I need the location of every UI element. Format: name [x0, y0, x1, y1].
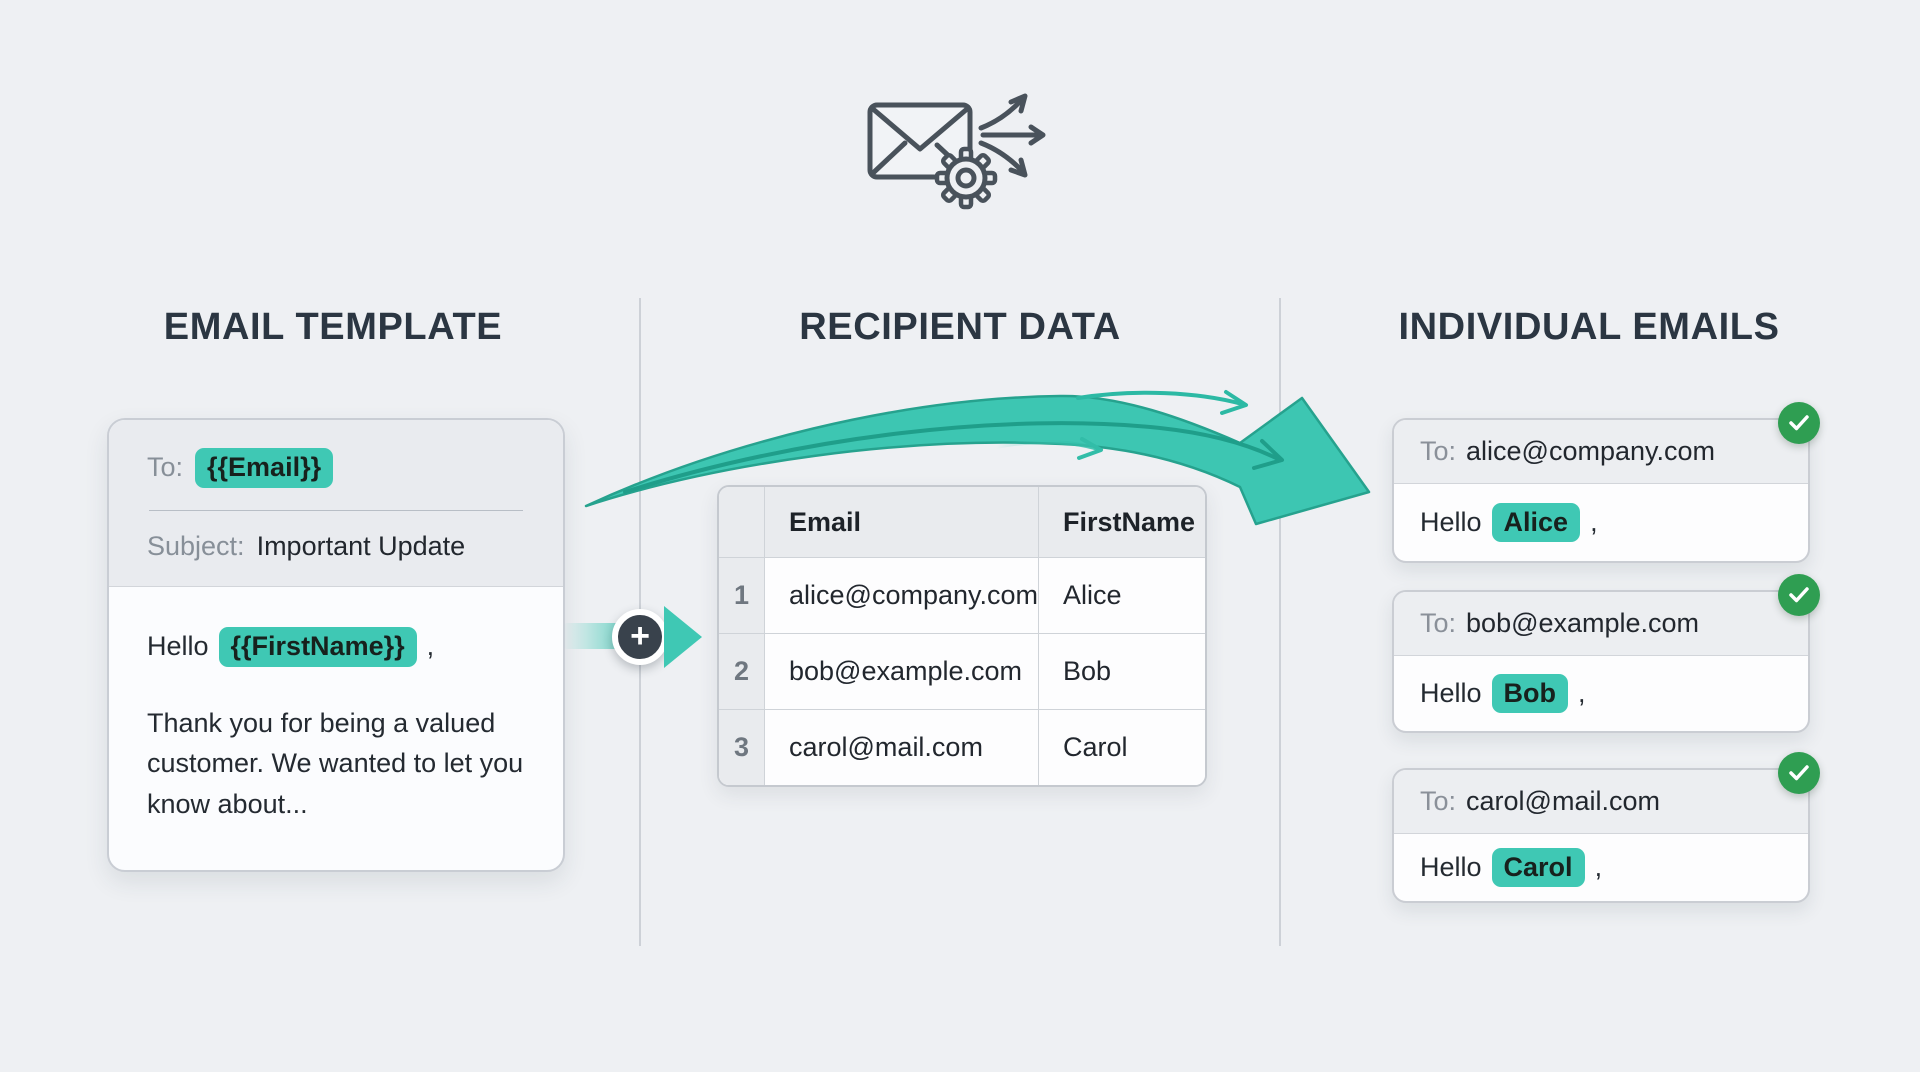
individual-email-card: To: alice@company.com Hello Alice ,: [1392, 402, 1820, 563]
email-cell: bob@example.com: [765, 634, 1039, 709]
template-greeting: Hello {{FirstName}} ,: [147, 626, 525, 667]
merged-name-chip: Bob: [1491, 673, 1569, 714]
email-card-body: Hello Carol ,: [1394, 834, 1808, 901]
template-section-heading: EMAIL TEMPLATE: [163, 306, 503, 348]
individual-email-card: To: bob@example.com Hello Bob ,: [1392, 574, 1820, 733]
table-header-row: Email FirstName: [719, 487, 1205, 557]
email-card-header: To: bob@example.com: [1394, 592, 1808, 656]
template-body-text: Thank you for being a valued customer. W…: [147, 707, 524, 819]
greeting-comma: ,: [1590, 507, 1598, 537]
row-number-cell: 1: [719, 558, 765, 633]
merge-trail: [563, 623, 621, 649]
firstname-cell: Alice: [1063, 580, 1122, 610]
greeting-comma: ,: [1594, 852, 1603, 882]
to-label: To:: [1420, 436, 1457, 466]
greeting-prefix: Hello: [1420, 852, 1482, 882]
swoosh-inner-arrow: [623, 421, 1284, 494]
email-card-body: Hello Alice ,: [1394, 484, 1808, 561]
email-variable-chip: {{Email}}: [195, 448, 334, 488]
email-card-header: To: carol@mail.com: [1394, 770, 1808, 834]
gear-icon: [934, 146, 998, 210]
greeting-comma: ,: [426, 631, 435, 662]
merge-swoosh-arrow-icon: [584, 390, 1371, 526]
row-number-cell: 2: [719, 634, 765, 709]
recipient-data-table: Email FirstName 1 alice@company.com Alic…: [717, 485, 1207, 787]
template-card-header: To: {{Email}} Subject: Important Update: [109, 420, 563, 587]
template-card-body: Hello {{FirstName}} , Thank you for bein…: [109, 587, 563, 824]
email-cell: carol@mail.com: [765, 710, 1039, 785]
table-row: 3 carol@mail.com Carol: [719, 709, 1205, 785]
accent-arrow-top: [1076, 390, 1248, 415]
greeting-prefix: Hello: [1420, 678, 1482, 708]
merged-name-chip: Alice: [1491, 502, 1581, 543]
row-number-header-cell: [719, 487, 765, 557]
individual-email-card: To: carol@mail.com Hello Carol ,: [1392, 752, 1820, 903]
email-card-header: To: alice@company.com: [1394, 420, 1808, 484]
check-icon: [1778, 402, 1820, 444]
to-label: To:: [1420, 608, 1457, 638]
check-icon: [1778, 752, 1820, 794]
plus-icon: +: [612, 609, 668, 665]
recipient-address: carol@mail.com: [1466, 786, 1660, 816]
table-row: 2 bob@example.com Bob: [719, 633, 1205, 709]
swoosh-band: [584, 394, 1371, 526]
template-subject-row: Subject: Important Update: [147, 531, 525, 562]
mail-merge-icon: [867, 93, 1046, 210]
greeting-comma: ,: [1578, 678, 1586, 708]
accent-arrow-small: [994, 437, 1103, 460]
arrow-right-icon: [664, 606, 702, 668]
to-label: To:: [147, 452, 184, 483]
firstname-cell: Bob: [1063, 656, 1112, 686]
email-card-body: Hello Bob ,: [1394, 656, 1808, 731]
individual-emails-section-heading: INDIVIDUAL EMAILS: [1398, 306, 1780, 348]
to-label: To:: [1420, 786, 1457, 816]
fan-out-arrows-icon: [978, 93, 1046, 178]
recipient-address: alice@company.com: [1466, 436, 1716, 466]
email-cell: alice@company.com: [765, 558, 1039, 633]
row-number-cell: 3: [719, 710, 765, 785]
recipient-data-section-heading: RECIPIENT DATA: [799, 306, 1121, 348]
firstname-cell: Carol: [1063, 732, 1128, 762]
template-to-row: To: {{Email}}: [147, 448, 525, 488]
merged-name-chip: Carol: [1491, 847, 1585, 888]
plus-glyph: +: [630, 616, 650, 655]
recipient-address: bob@example.com: [1466, 608, 1700, 638]
column-divider: [1279, 298, 1281, 946]
email-template-card: To: {{Email}} Subject: Important Update …: [107, 418, 565, 872]
template-header-divider: [149, 509, 523, 511]
subject-label: Subject:: [147, 530, 245, 561]
table-row: 1 alice@company.com Alice: [719, 557, 1205, 633]
greeting-prefix: Hello: [147, 631, 209, 662]
firstname-variable-chip: {{FirstName}}: [218, 626, 417, 667]
email-column-header: Email: [765, 487, 1039, 557]
check-icon: [1778, 574, 1820, 616]
firstname-column-header: FirstName: [1063, 506, 1196, 537]
greeting-prefix: Hello: [1420, 507, 1482, 537]
subject-value: Important Update: [256, 530, 466, 561]
